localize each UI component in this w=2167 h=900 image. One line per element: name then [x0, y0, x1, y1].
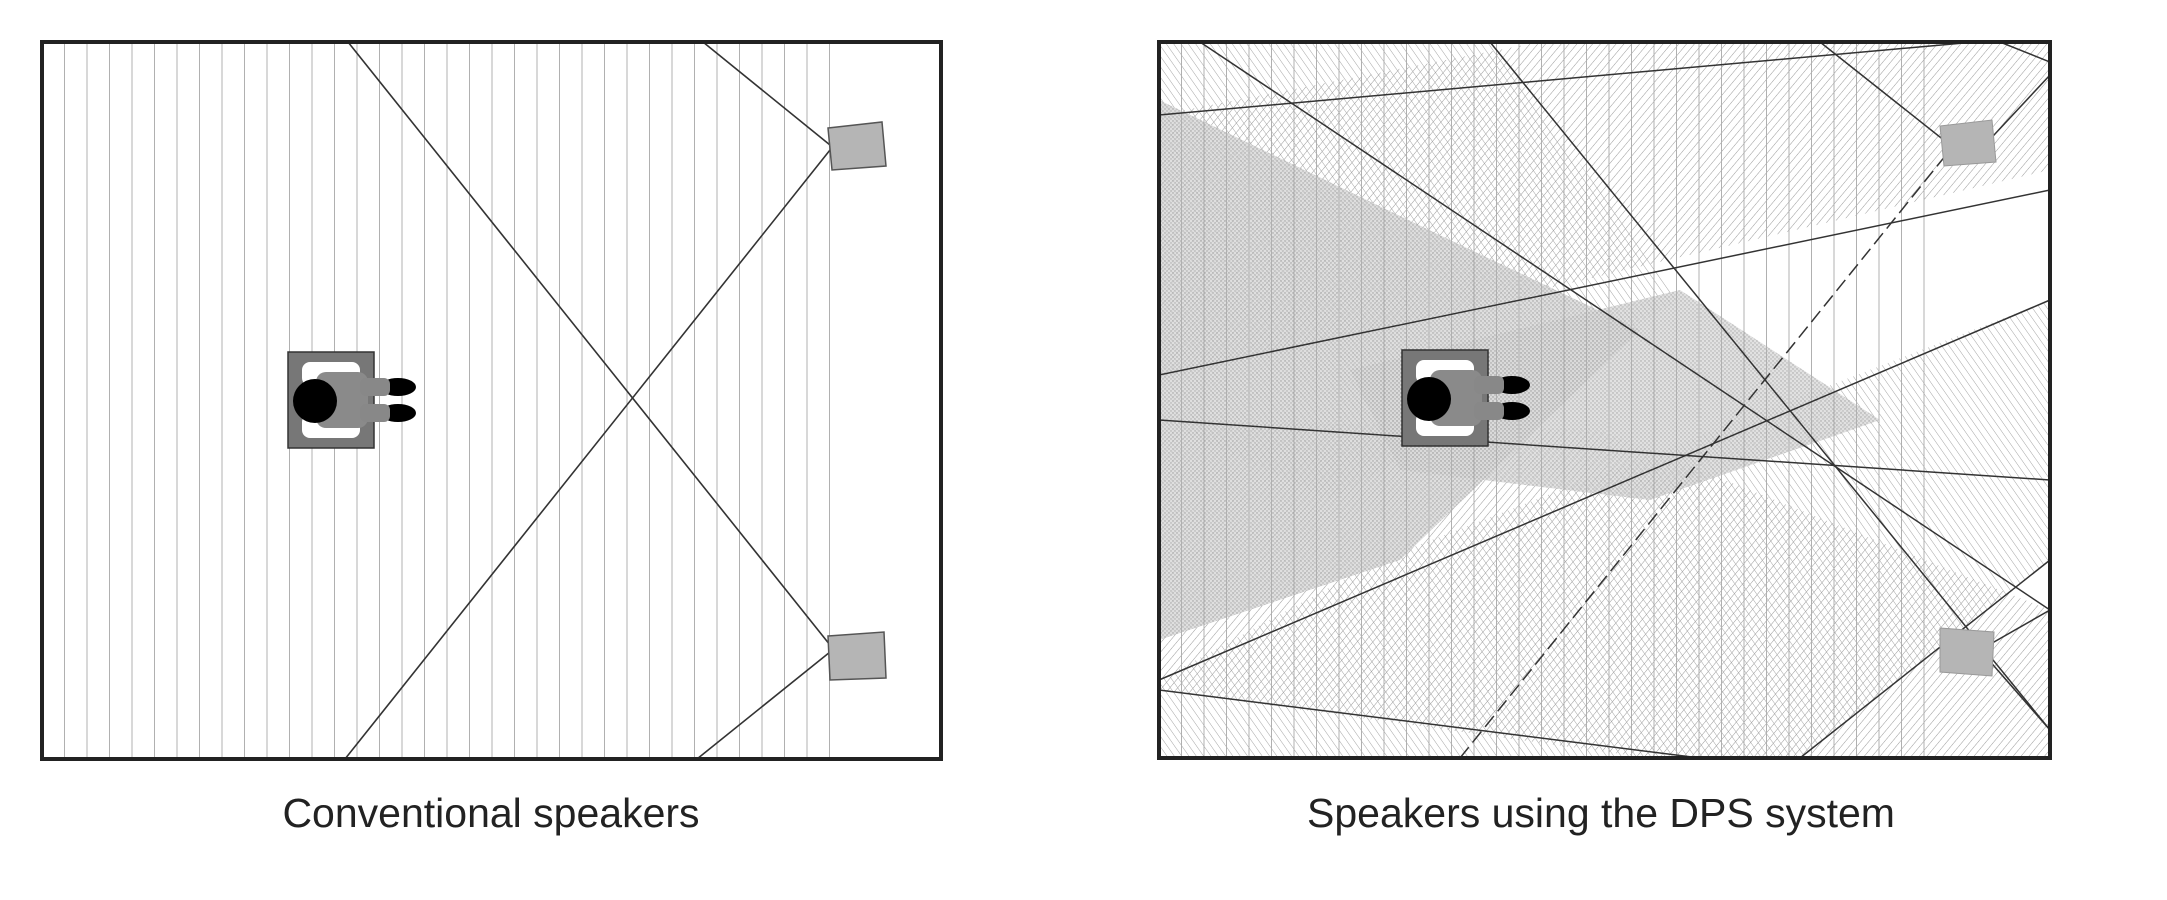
listener-icon	[287, 351, 416, 449]
speaker-icon	[1939, 627, 1995, 677]
speaker-icon	[827, 121, 887, 171]
listener-icon	[1401, 349, 1530, 447]
caption-dps: Speakers using the DPS system	[1307, 790, 1895, 836]
beam-lines	[1159, 42, 2050, 758]
speaker-icon	[1939, 119, 1997, 167]
speaker-icon	[827, 631, 887, 681]
room-frame	[40, 40, 943, 761]
beam-lines	[344, 42, 831, 759]
conventional-diagram	[40, 40, 943, 761]
room-frame	[1157, 40, 2052, 760]
caption-conventional: Conventional speakers	[282, 790, 700, 836]
dps-diagram	[1157, 40, 2052, 760]
sound-zones	[1159, 42, 2050, 758]
room-stripes	[64, 42, 830, 759]
